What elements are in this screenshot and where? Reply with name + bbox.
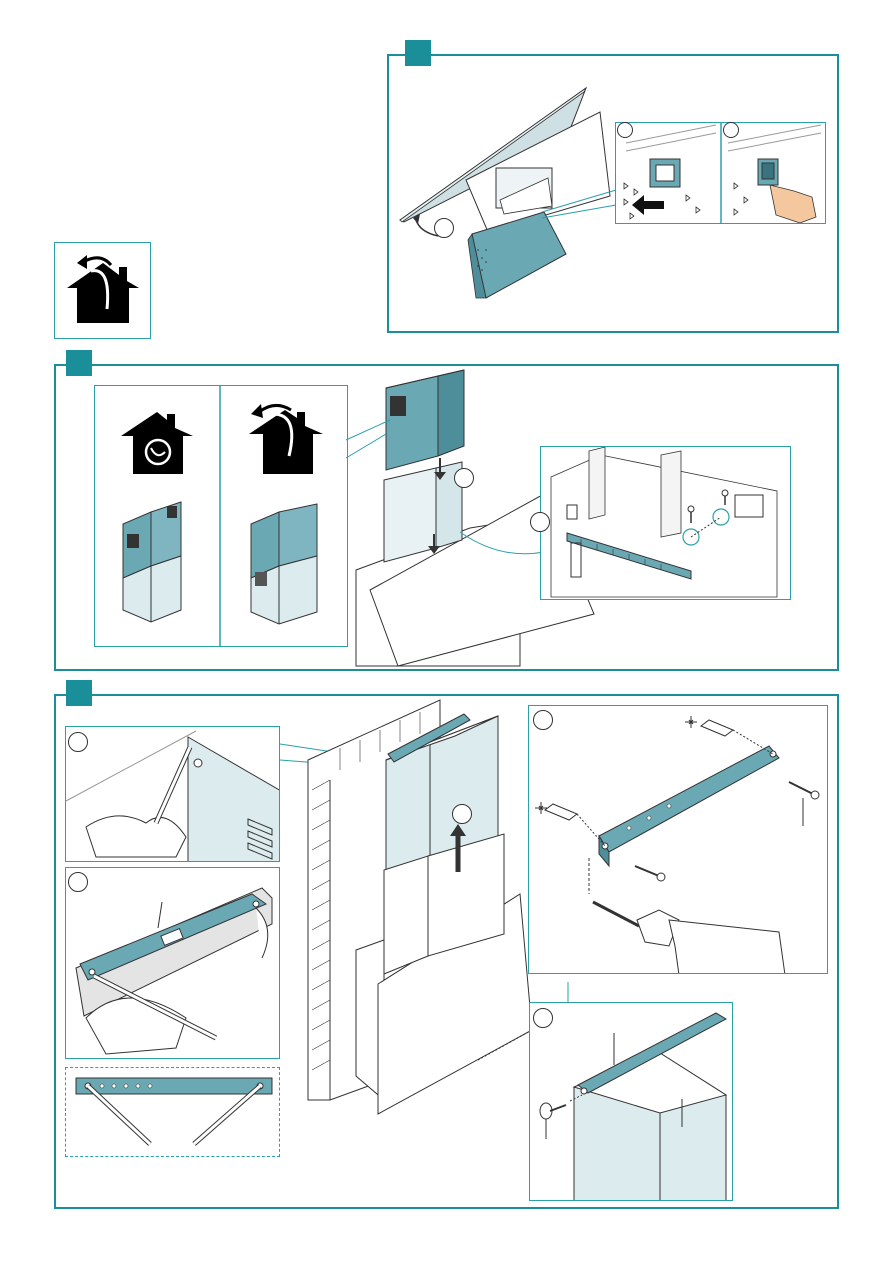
step-callout-j	[533, 1008, 553, 1028]
final-fix-drawing	[530, 1003, 733, 1201]
step-callout-h	[452, 804, 472, 824]
final-fix-panel	[529, 1002, 733, 1201]
drill-bracket-drawing	[529, 706, 828, 974]
step-callout-i	[533, 710, 553, 730]
drill-bracket-panel	[528, 705, 828, 974]
